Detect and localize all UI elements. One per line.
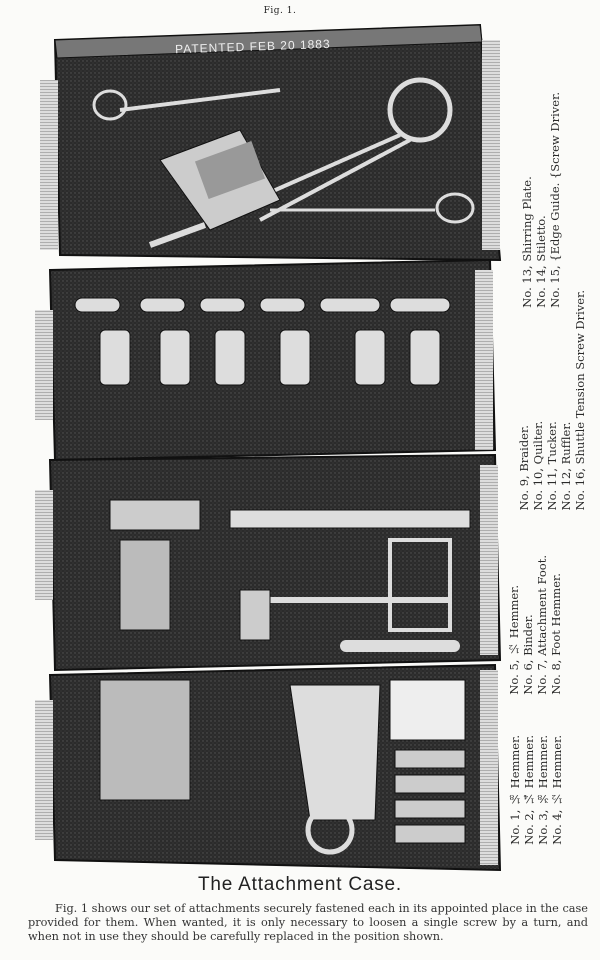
label-hemmer-2: No. 2, ¼ Hemmer. xyxy=(522,735,536,845)
label-group-third: No. 5, ½ Hemmer. No. 6, Binder. No. 7, A… xyxy=(507,555,563,695)
label-braider: No. 9, Braider. xyxy=(517,425,531,511)
label-group-top: No. 13, Shirring Plate. No. 14, Stiletto… xyxy=(520,92,562,308)
label-shuttle-tension-screw-driver: No. 16, Shuttle Tension Screw Driver. xyxy=(573,290,587,511)
label-hemmer-3: No. 3, ⅜ Hemmer. xyxy=(536,735,550,845)
label-foot-hemmer: No. 8, Foot Hemmer. xyxy=(549,573,563,695)
label-attachment-foot: No. 7, Attachment Foot. xyxy=(535,555,549,695)
label-hemmer-4: No. 4, ½ Hemmer. xyxy=(550,735,564,845)
case-panel-second xyxy=(35,258,497,462)
label-shirring-plate: No. 13, Shirring Plate. xyxy=(520,176,534,308)
label-group-bottom: No. 1, ⅛ Hemmer. No. 2, ¼ Hemmer. No. 3,… xyxy=(508,735,564,845)
figure-label: Fig. 1. xyxy=(263,6,297,16)
label-edge-guide-screw-driver: No. 15, {Edge Guide. {Screw Driver. xyxy=(548,92,562,308)
label-binder: No. 6, Binder. xyxy=(521,614,535,695)
caption-title: The Attachment Case. xyxy=(198,874,402,895)
attachment-case-illustration: PATENTED FEB 20 1883 xyxy=(35,23,502,872)
label-group-second: No. 9, Braider. No. 10, Quilter. No. 11,… xyxy=(517,290,587,510)
label-hemmer-1: No. 1, ⅛ Hemmer. xyxy=(508,735,522,845)
label-stiletto: No. 14, Stiletto. xyxy=(534,215,548,308)
case-panel-third xyxy=(35,453,502,672)
label-hemmer-5: No. 5, ½ Hemmer. xyxy=(507,584,521,695)
label-ruffler: No. 12, Ruffler. xyxy=(559,421,573,511)
case-lid-text: PATENTED FEB 20 1883 xyxy=(175,37,331,56)
case-panel-top: PATENTED FEB 20 1883 xyxy=(40,23,502,262)
label-tucker: No. 11, Tucker. xyxy=(545,421,559,511)
caption-body: Fig. 1 shows our set of attachments secu… xyxy=(28,902,588,943)
label-quilter: No. 10, Quilter. xyxy=(531,420,545,511)
case-panel-bottom xyxy=(35,663,502,872)
